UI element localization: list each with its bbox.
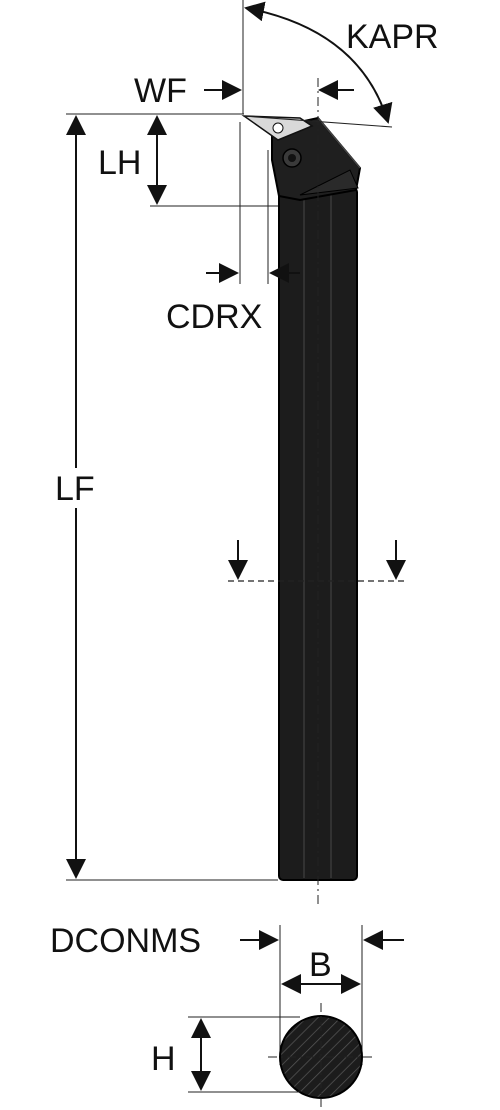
h-dimension: H xyxy=(151,1016,300,1093)
cdrx-label: CDRX xyxy=(166,298,262,336)
lf-dimension: LF xyxy=(52,115,278,881)
b-label: B xyxy=(309,946,332,984)
dconms-label: DCONMS xyxy=(50,922,201,960)
wf-label: WF xyxy=(134,72,187,110)
lh-dimension: LH xyxy=(66,113,278,207)
clamp-screw-icon xyxy=(282,148,302,168)
kapr-label: KAPR xyxy=(346,18,439,56)
shank-cross-section xyxy=(268,1003,376,1108)
kapr-dimension: KAPR xyxy=(242,0,439,128)
dconms-dimension: DCONMS xyxy=(50,922,404,1065)
b-dimension: B xyxy=(281,946,361,994)
lf-label: LF xyxy=(55,470,95,508)
cdrx-dimension: CDRX xyxy=(166,122,300,336)
lh-label: LH xyxy=(98,144,141,182)
tool-head xyxy=(271,116,362,202)
h-label: H xyxy=(151,1040,176,1078)
wf-dimension: WF xyxy=(134,72,354,110)
